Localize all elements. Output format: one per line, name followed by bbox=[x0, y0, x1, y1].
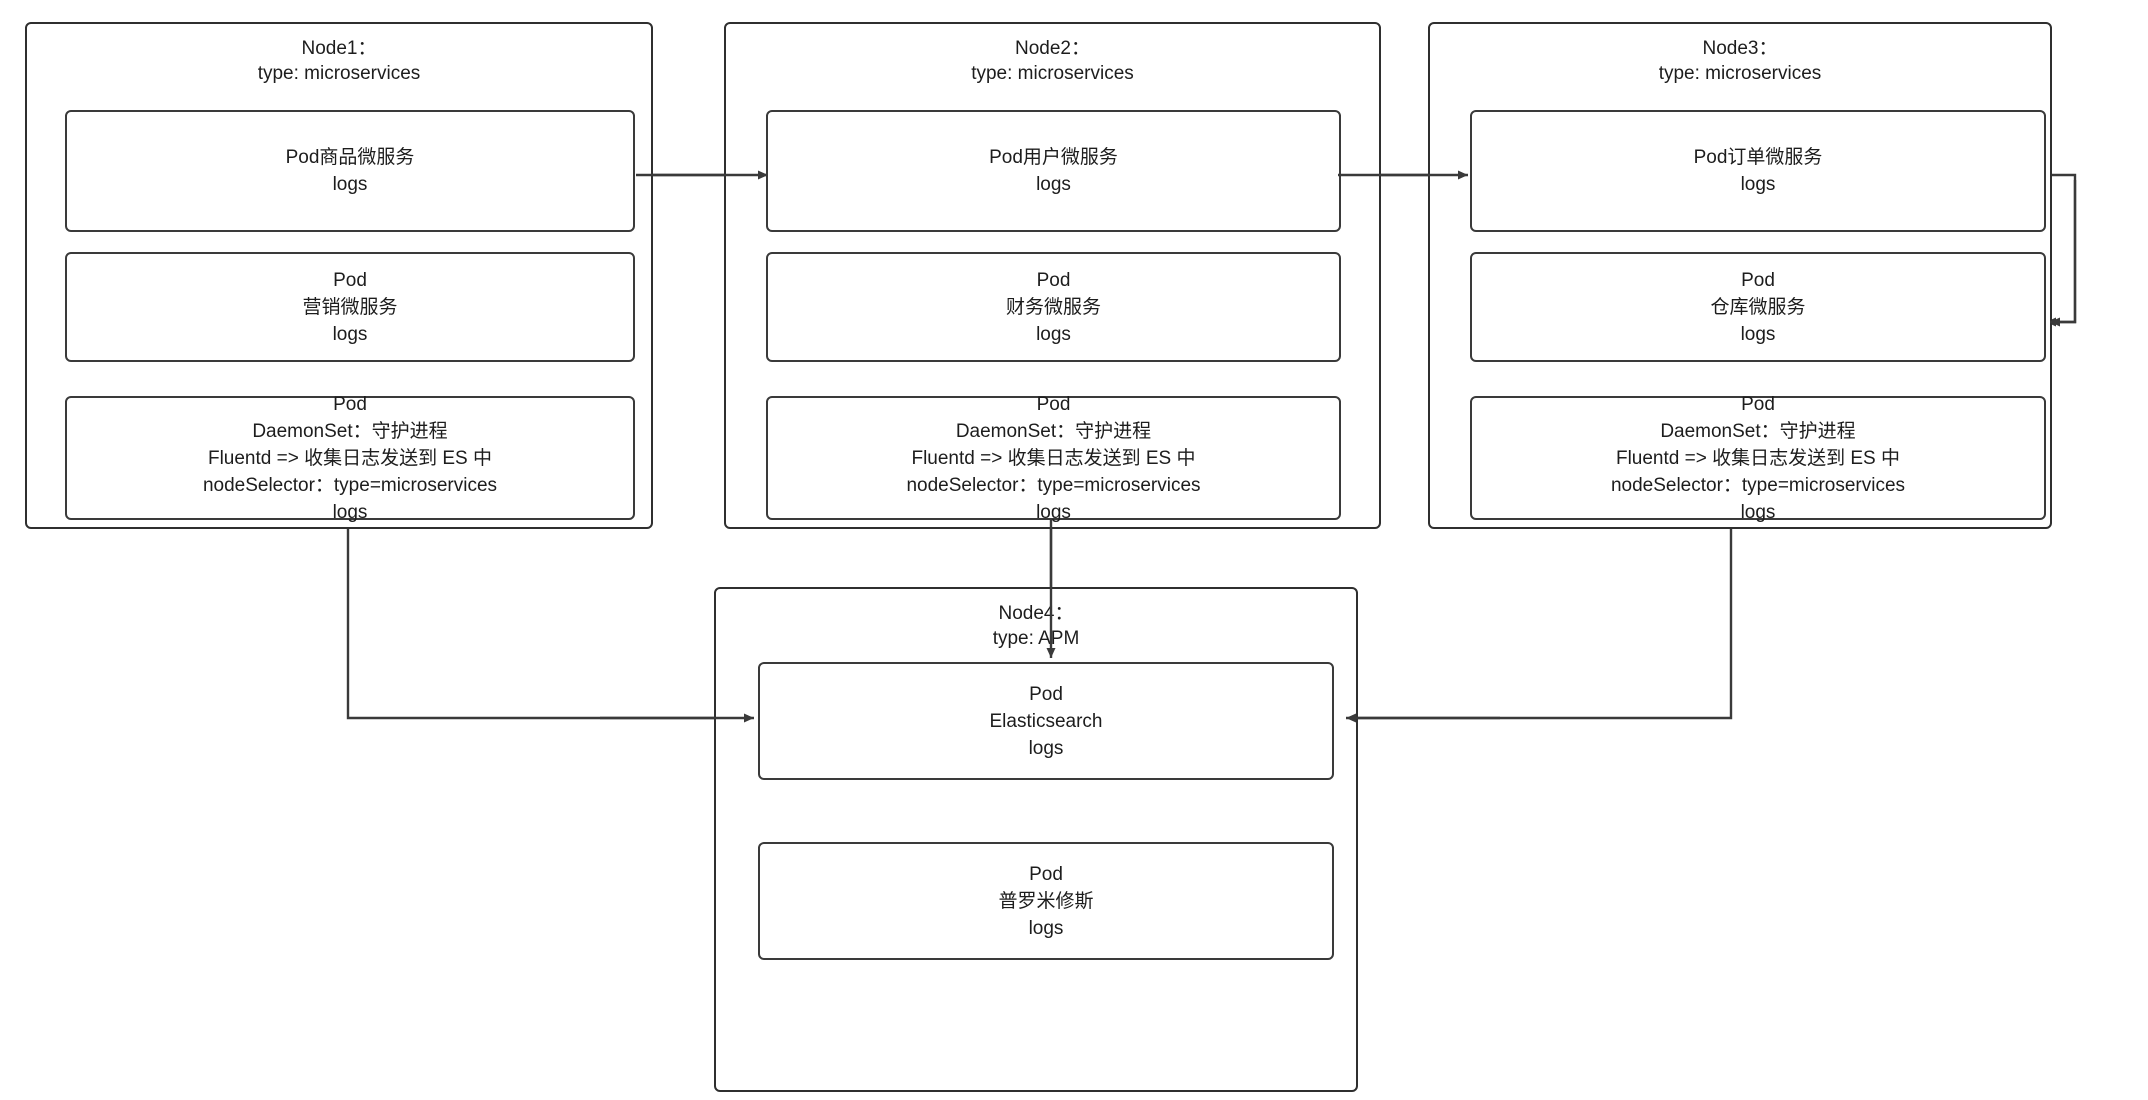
pod-node1-marketing-microservice[interactable]: Pod 营销微服务 logs bbox=[65, 252, 635, 362]
pod-node2-finance-microservice[interactable]: Pod 财务微服务 logs bbox=[766, 252, 1341, 362]
connector-node1-daemonset-to-elasticsearch bbox=[346, 518, 752, 723]
pod-node2-daemonset[interactable]: Pod DaemonSet：守护进程 Fluentd => 收集日志发送到 ES… bbox=[766, 394, 1341, 523]
pod-node3-warehouse-microservice-label: Pod 仓库微服务 logs bbox=[1710, 269, 1806, 345]
pod-node1-marketing-microservice-label: Pod 营销微服务 logs bbox=[302, 269, 398, 345]
node3-title: Node3： type: microservices bbox=[1658, 38, 1822, 84]
pod-node4-elasticsearch-label: Pod Elasticsearch logs bbox=[989, 683, 1103, 759]
node1-title: Node1： type: microservices bbox=[257, 38, 421, 84]
pod-node3-order-microservice-label: Pod订单微服务 logs bbox=[1693, 147, 1823, 195]
pod-node2-finance-microservice-label: Pod 财务微服务 logs bbox=[1005, 269, 1101, 345]
pod-node1-product-microservice-label: Pod商品微服务 logs bbox=[285, 147, 415, 195]
pod-node4-prometheus[interactable]: Pod 普罗米修斯 logs bbox=[758, 842, 1334, 960]
pod-node1-product-microservice[interactable]: Pod商品微服务 logs bbox=[65, 110, 635, 232]
pod-node1-daemonset-label: Pod DaemonSet：守护进程 Fluentd => 收集日志发送到 ES… bbox=[202, 393, 498, 523]
connector-node3-daemonset-to-elasticsearch bbox=[1348, 518, 1733, 723]
connector-overlay-node3-loop bbox=[2050, 180, 2077, 327]
pod-node2-daemonset-label: Pod DaemonSet：守护进程 Fluentd => 收集日志发送到 ES… bbox=[906, 393, 1201, 523]
pod-node3-warehouse-microservice[interactable]: Pod 仓库微服务 logs bbox=[1470, 252, 2046, 362]
pod-node3-daemonset[interactable]: Pod DaemonSet：守护进程 Fluentd => 收集日志发送到 ES… bbox=[1470, 394, 2046, 523]
pod-node4-elasticsearch[interactable]: Pod Elasticsearch logs bbox=[758, 662, 1334, 780]
pod-node4-prometheus-label: Pod 普罗米修斯 logs bbox=[998, 863, 1094, 939]
node4-title: Node4： type: APM bbox=[992, 603, 1080, 649]
pod-node2-user-microservice[interactable]: Pod用户微服务 logs bbox=[766, 110, 1341, 232]
pod-node3-order-microservice[interactable]: Pod订单微服务 logs bbox=[1470, 110, 2046, 232]
pod-node2-user-microservice-label: Pod用户微服务 logs bbox=[989, 147, 1118, 195]
pod-node1-daemonset[interactable]: Pod DaemonSet：守护进程 Fluentd => 收集日志发送到 ES… bbox=[65, 394, 635, 523]
node2-title: Node2： type: microservices bbox=[971, 38, 1134, 84]
pod-node3-daemonset-label: Pod DaemonSet：守护进程 Fluentd => 收集日志发送到 ES… bbox=[1610, 393, 1906, 523]
